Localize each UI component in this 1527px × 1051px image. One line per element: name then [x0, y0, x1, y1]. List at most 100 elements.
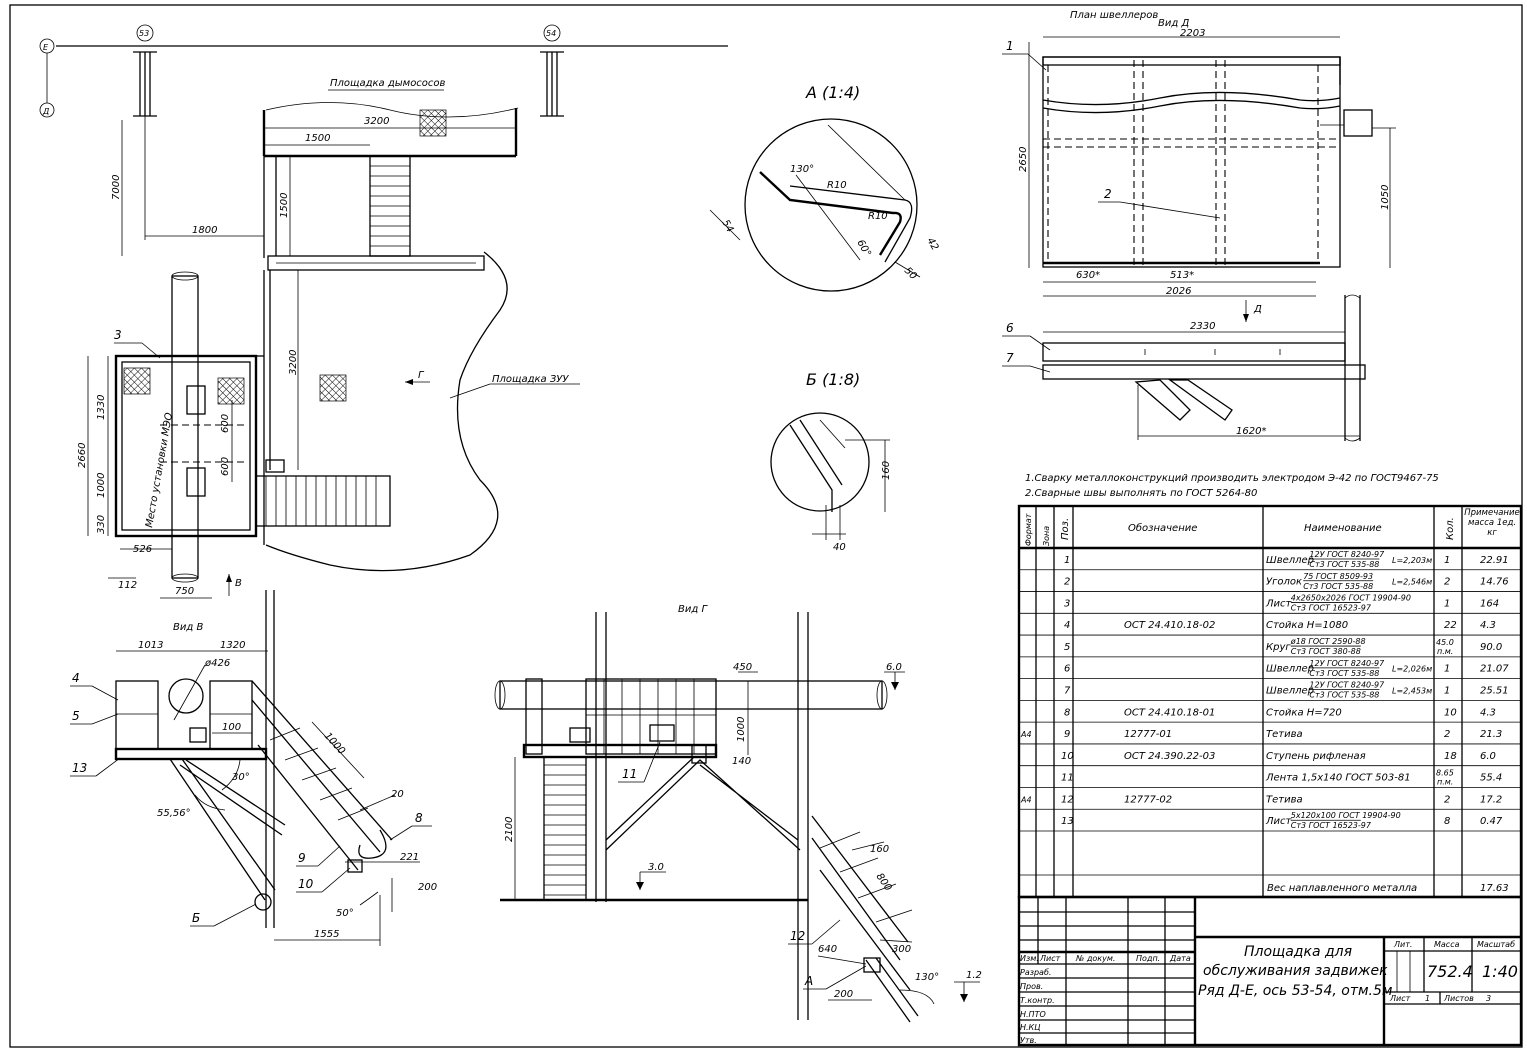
cell-qty: 2	[1444, 729, 1450, 740]
dim-750: 750	[175, 586, 194, 597]
cell-pos: 3	[1064, 598, 1070, 609]
dim-200-g: 200	[834, 989, 853, 1000]
pos-9: 9	[298, 851, 306, 865]
sheets-label: Листов	[1443, 994, 1474, 1003]
pos-5: 5	[72, 709, 80, 723]
dim-100: 100	[222, 722, 241, 733]
header-note: Примечание масса 1ед. кг	[1464, 508, 1520, 538]
dim-1800: 1800	[192, 225, 217, 236]
axis-d-label: Д	[42, 107, 49, 116]
view-v: Вид В 1013 1320 ø426 100 30° 55,56° 1000…	[70, 590, 437, 946]
cell-name: Швеллер	[1266, 686, 1314, 697]
dim-3200-side: 3200	[288, 350, 299, 375]
plan-view: Е Д 53 54 Площадка дымососов 3200 1500 1…	[39, 24, 728, 599]
header-qty: Кол.	[1445, 517, 1456, 540]
axis-e-label: Е	[43, 43, 49, 52]
dim-2203: 2203	[1180, 28, 1205, 39]
title-line-3: Ряд Д-Е, ось 53-54, отм.5м	[1198, 983, 1393, 999]
cell-qty: 8.65	[1436, 769, 1454, 778]
cell-name: Лента 1,5х140 ГОСТ 503-81	[1265, 773, 1411, 784]
pos-3: 3	[114, 328, 122, 342]
dim-600-b: 600	[220, 457, 231, 476]
cell-note: 21.07	[1480, 664, 1509, 675]
dim-200-v: 200	[418, 882, 437, 893]
cell-qty: 1	[1444, 664, 1450, 675]
dim-526: 526	[133, 544, 152, 555]
cell-note: 55.4	[1480, 773, 1502, 784]
cell-name: Ступень рифленая	[1266, 751, 1366, 762]
header-name: Наименование	[1304, 523, 1382, 534]
role-nkc: Н.КЦ	[1020, 1023, 1040, 1032]
cell-pos: 13	[1061, 816, 1074, 827]
cell-qty: 18	[1444, 751, 1457, 762]
axis-marker-54	[543, 24, 561, 42]
axis-54-label: 54	[546, 29, 556, 38]
dim-2026: 2026	[1166, 286, 1191, 297]
cell-designation: ОСТ 24.390.22-03	[1124, 751, 1215, 762]
cell-std-top: ø18 ГОСТ 2590-88	[1290, 637, 1366, 646]
cell-qty: 45.0	[1436, 638, 1454, 647]
cell-name: Лист	[1265, 816, 1293, 827]
dim-513: 513*	[1170, 270, 1194, 281]
cell-suffix: L=2,203м	[1392, 556, 1432, 565]
dim-1050: 1050	[1380, 185, 1391, 210]
cell-pos: 7	[1064, 686, 1071, 697]
col-doc: № докум.	[1075, 954, 1115, 963]
cell-pos: 4	[1064, 620, 1070, 631]
scale-label: Масштаб	[1477, 940, 1515, 949]
cell-pos: 11	[1061, 773, 1074, 784]
cell-qty: 10	[1444, 707, 1457, 718]
angle-130: 130°	[790, 164, 814, 175]
header-zone: Зона	[1042, 526, 1051, 546]
cell-qty: 2	[1444, 577, 1450, 588]
pos-6: 6	[1006, 321, 1014, 335]
pos-8: 8	[415, 811, 423, 825]
dim-450: 450	[733, 662, 752, 673]
pos-2: 2	[1104, 187, 1112, 201]
pos-13: 13	[72, 761, 87, 775]
cell-note: 90.0	[1480, 642, 1502, 653]
cell-pos: 9	[1064, 729, 1070, 740]
channel-plan: План швеллеров Вид Д 2203 2650 1050 1 2 …	[1002, 10, 1396, 322]
mzo-place-label: Место установки МЭО	[144, 412, 175, 529]
cell-format: А4	[1020, 795, 1032, 804]
view-v-title: Вид В	[173, 622, 203, 633]
dim-160: 160	[881, 461, 892, 480]
pos-7: 7	[1006, 351, 1014, 365]
side-view: 2330 6 7 1620*	[1002, 294, 1366, 442]
cell-note: 14.76	[1480, 577, 1509, 588]
lit-label: Лит.	[1393, 940, 1412, 949]
specification-table: Формат Зона Поз. Обозначение Наименовани…	[1017, 504, 1523, 899]
dim-7000: 7000	[111, 175, 122, 200]
smoke-platform-label: Площадка дымососов	[330, 78, 446, 89]
dim-1330: 1330	[96, 395, 107, 420]
title-block: Изм. Лист № докум. Подп. Дата Разраб. Пр…	[1017, 895, 1523, 1047]
cell-suffix: L=2,453м	[1392, 687, 1432, 696]
dim-2650: 2650	[1018, 147, 1029, 172]
pos-4: 4	[72, 671, 80, 685]
cell-note: 164	[1480, 598, 1499, 609]
pos-12: 12	[790, 929, 805, 943]
axis-marker-53	[136, 24, 154, 42]
view-g-title: Вид Г	[678, 604, 708, 615]
col-sign: Подп.	[1136, 954, 1160, 963]
view-marker-v: В	[235, 578, 242, 589]
cell-std-top: 75 ГОСТ 8509-93	[1303, 572, 1373, 581]
elevation-3: 3.0	[648, 862, 664, 873]
channel-plan-title: План швеллеров	[1070, 10, 1158, 21]
scale-value: 1:40	[1482, 962, 1518, 981]
dim-2330: 2330	[1190, 321, 1215, 332]
cell-note: 0.47	[1480, 816, 1503, 827]
zuu-platform-label: Площадка ЗУУ	[492, 374, 569, 385]
sheets-value: 3	[1486, 994, 1491, 1003]
cell-qty: 2	[1444, 794, 1450, 805]
weld-label: Вес наплавленного металла	[1267, 883, 1417, 894]
cell-qty: 1	[1444, 686, 1450, 697]
pos-10: 10	[298, 877, 314, 891]
cell-qty-unit: п.м.	[1437, 647, 1453, 656]
cell-note: 17.2	[1480, 794, 1502, 805]
notes: 1.Сварку металлоконструкций производить …	[1025, 473, 1439, 499]
cell-note: 22.91	[1480, 555, 1509, 566]
cell-std-bottom: Ст3 ГОСТ 16523-97	[1291, 821, 1372, 830]
